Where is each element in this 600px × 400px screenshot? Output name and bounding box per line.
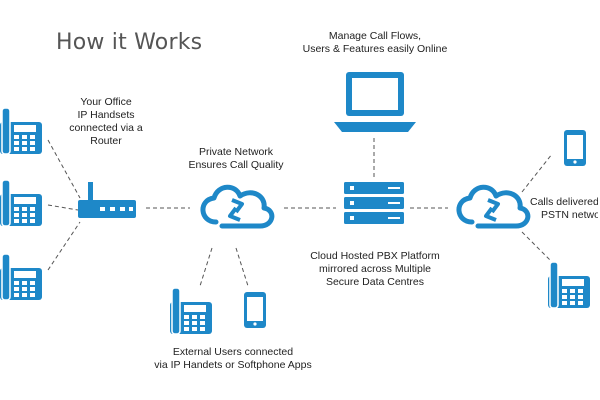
- desk-phone-icon: [0, 179, 43, 227]
- connector-phone1-router: [47, 139, 81, 199]
- mobile-phone-icon: [244, 292, 266, 328]
- connector-cloud-mobile: [235, 247, 249, 287]
- pstn-label: Calls delivered to PSTN network: [530, 196, 598, 221]
- desk-phone-icon: [547, 261, 591, 309]
- cloud-sync-icon: [459, 187, 528, 226]
- private-network-label: Private Network Ensures Call Quality: [188, 146, 284, 171]
- desk-phone-icon: [0, 107, 43, 155]
- connector-phone2-router: [47, 204, 79, 211]
- pbx-label: Cloud Hosted PBX Platform mirrored acros…: [310, 250, 440, 288]
- connector-phone3-router: [47, 221, 81, 271]
- page-title: How it Works: [56, 30, 203, 55]
- desk-phone-icon: [0, 253, 43, 301]
- connector-cloud-deskphone: [199, 247, 213, 287]
- mobile-phone-icon: [564, 130, 586, 166]
- server-stack-icon: [344, 182, 404, 224]
- office-label: Your Office IP Handsets connected via a …: [69, 96, 143, 147]
- connector-cloud-mobile-right: [521, 153, 553, 193]
- manage-label: Manage Call Flows, Users & Features easi…: [302, 30, 448, 55]
- desk-phone-icon: [169, 287, 213, 335]
- connectors: [47, 138, 553, 287]
- router-icon: [78, 182, 136, 218]
- external-users-label: External Users connected via IP Handets …: [154, 346, 312, 371]
- laptop-icon: [334, 72, 416, 132]
- connector-cloud-phone-right: [521, 231, 553, 263]
- cloud-sync-icon: [203, 187, 272, 226]
